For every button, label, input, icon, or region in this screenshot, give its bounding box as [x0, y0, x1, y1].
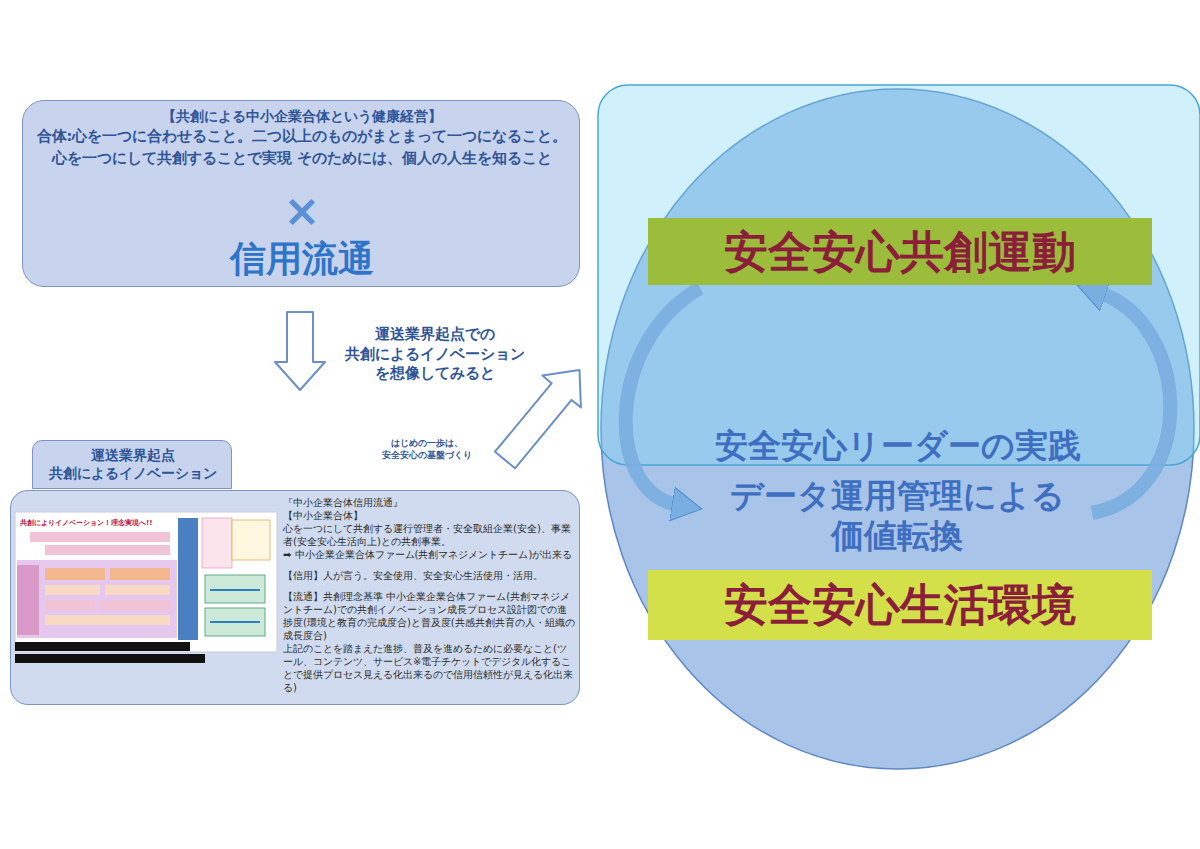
node-text: 安全安心リーダーの実践 — [606, 426, 1189, 466]
yellow-band: 安全安心生活環境 — [648, 570, 1152, 640]
panel-text: 心を一つにして共創する運行管理者・安全取組企業(安全)、事業者(安全安心生活向上… — [283, 522, 575, 548]
panel-text: 『中小企業合体信用流通』 — [283, 496, 575, 509]
cyan-frame — [598, 85, 1200, 465]
panel-fill — [10, 490, 580, 705]
free-label: はじめの一歩は、 安全安心の基盤づくり — [372, 438, 482, 461]
panel-text: ➡ 中小企業企業合体ファーム(共創マネジメントチーム)が出来る — [283, 548, 575, 561]
cycle-arrow — [1092, 293, 1170, 513]
node-text: 安全安心生活環境 — [654, 570, 1146, 640]
node-text: 安全安心共創運動 — [654, 218, 1146, 285]
thumbnail-illustration — [15, 512, 277, 663]
cycle-arrow — [626, 288, 700, 505]
green-band: 安全安心共創運動 — [648, 218, 1152, 285]
node-text: 【共創による中小企業合体という健康経営】 — [29, 107, 575, 125]
panel-text: 【流通】共創理念基準 中小企業企業合体ファーム(共創マネジメントチーム)での共創… — [283, 590, 575, 642]
hollow-arrow — [495, 370, 581, 468]
panel-text: 【中小企業合体】 — [283, 509, 575, 522]
panel-text: 【信用】人が言う。安全使用、安全安心生活使用・活用。 — [283, 569, 575, 582]
tab-box: 運送業界起点 共創によるイノベーション — [32, 440, 232, 489]
rounded-box: 【共創による中小企業合体という健康経営】合体:心を一つに合わせること。二つ以上の… — [22, 100, 580, 287]
cycle-ellipse: 安全安心リーダーの実践データ運用管理による 価値転換 安全安心共創運動安全安心生活… — [600, 88, 1195, 770]
free-label: 共創によりイノベーション！理念実現へ!! — [20, 519, 200, 527]
panel-text: 上記のことを踏まえた進捗、普及を進めるために必要なこと(ツール、コンテンツ、サー… — [283, 642, 575, 694]
node-text: データ運用管理による 価値転換 — [717, 476, 1077, 555]
node-text: 心を一つにして共創することで実現 そのためには、個人の人生を知ること — [29, 149, 575, 169]
free-label: 運送業界起点での 共創によるイノベーション を想像してみると — [335, 325, 535, 384]
node-text: × — [29, 189, 575, 233]
node-text: 運送業界起点 共創によるイノベーション — [39, 446, 227, 482]
node-text: 合体:心を一つに合わせること。二つ以上のものがまとまって一つになること。 — [29, 127, 575, 146]
hollow-arrow — [275, 312, 325, 390]
text-column: 『中小企業合体信用流通』【中小企業合体】心を一つにして共創する運行管理者・安全取… — [283, 496, 575, 694]
node-text: 信用流通 — [29, 237, 575, 280]
